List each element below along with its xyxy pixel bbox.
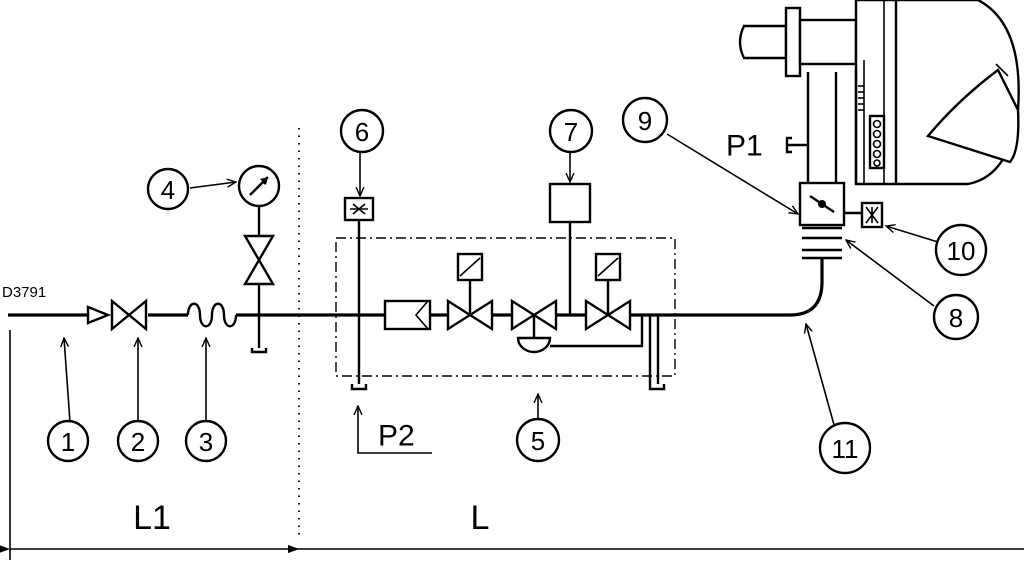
callout-4: 4	[146, 167, 190, 211]
gas-train-enclosure	[335, 237, 676, 377]
gas-pressure-switch	[548, 182, 592, 315]
label-p2: P2	[378, 420, 415, 453]
callout-7: 7	[548, 108, 594, 154]
svg-text:2: 2	[131, 427, 145, 457]
dimension-l: L	[471, 499, 490, 537]
svg-text:9: 9	[638, 106, 652, 136]
flow-direction-arrow	[86, 305, 112, 325]
leader-lines	[64, 133, 939, 454]
dimension-lines	[0, 330, 1024, 560]
outlet-test-point	[648, 315, 666, 391]
svg-text:7: 7	[564, 117, 578, 147]
solenoid-valve-1	[446, 252, 494, 332]
pressure-switch-p2	[343, 196, 375, 391]
gas-filter	[383, 299, 432, 331]
drawing-code: D3791	[2, 284, 46, 301]
callout-3: 3	[184, 419, 228, 463]
svg-text:10: 10	[947, 236, 976, 266]
callout-1: 1	[46, 419, 90, 463]
svg-text:6: 6	[355, 117, 369, 147]
manual-shutoff-valve	[110, 298, 148, 332]
burner-gas-connection	[798, 181, 884, 260]
burner-body	[738, 0, 1020, 186]
label-p1: P1	[726, 130, 763, 163]
svg-text:5: 5	[531, 426, 545, 456]
svg-text:8: 8	[949, 303, 963, 333]
anti-vibration-joint	[186, 302, 238, 328]
callout-2: 2	[116, 419, 160, 463]
pressure-gauge-assembly	[237, 164, 281, 354]
svg-text:3: 3	[199, 427, 213, 457]
svg-text:1: 1	[61, 427, 75, 457]
callout-10: 10	[934, 223, 988, 277]
callout-11: 11	[818, 421, 872, 475]
dimension-l1: L1	[133, 499, 171, 537]
solenoid-valve-2	[584, 252, 632, 332]
callout-6: 6	[339, 108, 385, 154]
pressure-regulator	[510, 298, 644, 354]
callout-8: 8	[932, 293, 980, 341]
callout-5: 5	[515, 417, 561, 463]
svg-text:11: 11	[832, 434, 859, 464]
callout-9: 9	[621, 96, 669, 144]
svg-text:4: 4	[161, 175, 175, 205]
